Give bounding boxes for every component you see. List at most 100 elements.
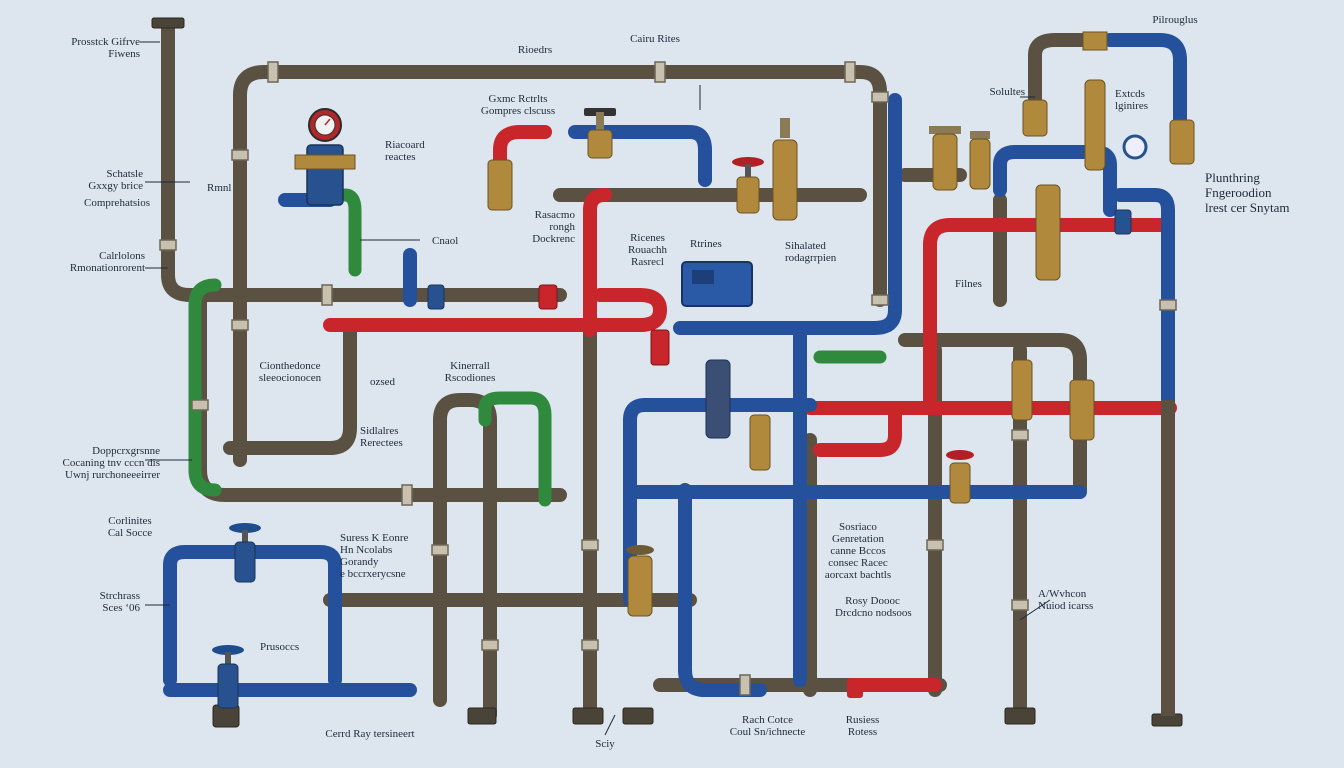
label-cerrd-ray: Cerrd Ray tersineert (325, 728, 415, 740)
blue-pipe-mid-top (623, 398, 817, 607)
brass-valve (1035, 184, 1061, 281)
label-sidlalres: Sidlalres Rerectees (360, 425, 403, 449)
leader-line (604, 714, 616, 736)
pipe-couplings (159, 61, 1177, 696)
hot-water-pipes (323, 125, 1177, 692)
green-pipes (188, 188, 887, 507)
label-cnaol: Cnaol (432, 235, 459, 247)
coupling (871, 294, 889, 306)
label-schatsle: Schatsle Gxxgy brice (88, 168, 143, 192)
label-calrlolons: Calrlolons Rmonationrorent (69, 250, 145, 274)
red-pipe-right-riser (923, 218, 1167, 412)
coupling (581, 539, 599, 551)
pipe-end-cap (151, 17, 185, 29)
red-pipe-riser (583, 188, 612, 337)
coupling (267, 61, 279, 83)
label-sosriaco: Sosriaco Genretation canne Bccos consec … (824, 521, 892, 581)
label-rusiess: Rusiess Rotess (845, 714, 880, 738)
cold-water-pipes (163, 33, 1187, 697)
brass-valve (1022, 99, 1048, 137)
pipe-end-cap (1004, 707, 1036, 725)
label-solultes: Solultes (989, 86, 1025, 98)
label-awhcon: A/Wvhcon Nuiod icarss (1038, 588, 1094, 612)
control-box (681, 261, 753, 307)
blue-pipe-right-loop (993, 145, 1117, 217)
label-plumbing-title: Plunthring Fngeroodion lrest cer Snytam (1205, 170, 1290, 215)
pipe-end-cap (467, 707, 497, 725)
label-ricenes: Ricenes Rouachh Rasrecl (627, 232, 668, 268)
blue-fitting (1114, 209, 1132, 235)
label-strchrass: Strchrass Sces ‘06 (99, 590, 140, 614)
red-pipe-top (493, 125, 552, 182)
label-pilrouglus: Pilrouglus (1152, 14, 1198, 26)
label-rosy-doooc: Rosy Doooc Drcdcno nodsoos (835, 595, 912, 619)
label-rmnl: Rmnl (207, 182, 232, 194)
pipe-end-cap (622, 707, 654, 725)
coupling (1159, 299, 1177, 311)
brass-valve (626, 545, 654, 617)
red-handle-valve (946, 450, 974, 504)
label-process-drive: Prosstck Gifrve Fiwens (71, 36, 140, 60)
brass-valve (929, 126, 961, 191)
pipe-end-caps (151, 17, 1183, 728)
valves (212, 31, 1195, 709)
coupling (321, 284, 333, 306)
red-handle-valve (732, 157, 764, 214)
steel-pipe-top-right-bend (1028, 33, 1102, 107)
coupling (654, 61, 666, 83)
coupling (231, 149, 249, 161)
gate-valve (584, 108, 616, 159)
pressure-gauge-valve (294, 108, 356, 206)
brass-valve (1011, 359, 1033, 421)
coupling (581, 639, 599, 651)
label-rtrines: Rtrines (690, 238, 722, 250)
leader-lines (140, 41, 1051, 736)
blue-pipe-far-right (1113, 188, 1175, 407)
red-fitting (538, 284, 558, 310)
brass-valve (487, 159, 513, 211)
label-extcds: Extcds lginires (1115, 88, 1148, 112)
blue-handle-valve (229, 523, 261, 583)
red-pipe-short-return (813, 408, 902, 457)
coupling (871, 91, 889, 103)
coupling (159, 239, 177, 251)
coupling (739, 674, 751, 696)
brass-valve (1082, 31, 1108, 171)
label-prusoccs: Prusoccs (260, 641, 300, 653)
label-riacoard: Riacoard reactes (385, 139, 425, 163)
coupling (1011, 429, 1029, 441)
pressure-gauge (1122, 134, 1148, 160)
label-rioedrs: Rioedrs (517, 44, 553, 56)
red-fitting (650, 329, 670, 366)
blue-fitting (427, 284, 445, 310)
steel-pipe-right-loop (898, 333, 1087, 497)
blue-pipe-right-riser (673, 93, 902, 335)
label-sihalated: Sihalated rodagrrpien (785, 240, 837, 264)
label-suress-eonre: Suress K Eonre Hn Ncolabs Gorandy e bccr… (340, 532, 409, 580)
label-comprehatsios: Comprehatsios (84, 197, 150, 209)
coupling (191, 399, 209, 411)
green-pipe-left-bend (188, 278, 222, 497)
label-ozsed: ozsed (370, 376, 396, 388)
leader-line (1019, 599, 1051, 621)
blue-pipe-bottom-loop (678, 483, 767, 697)
green-pipe-center-bend (478, 391, 552, 507)
label-rach-cotce: Rach Cotce Coul Sn/ichnecte (729, 714, 806, 738)
label-kinerrall: Kinerrall Rscodiones (444, 360, 496, 384)
coupling (401, 484, 413, 506)
blue-pipe-top-right (1103, 33, 1187, 132)
brass-valve (969, 131, 991, 190)
green-pipe-upper (338, 188, 362, 277)
blue-valve (705, 359, 731, 439)
steel-pipe-main-loop (233, 65, 887, 467)
label-cairu-rites: Cairu Rites (630, 33, 680, 45)
coupling (926, 539, 944, 551)
coupling (481, 639, 499, 651)
label-compres-clscuss: Gxmc Rctrlts Gompres clscuss (480, 93, 556, 117)
brass-valve (749, 414, 771, 471)
coupling (844, 61, 856, 83)
label-doppcrxgrsnne: Doppcrxgrsnne Cocaning tnv cccn dis Uwnj… (62, 445, 160, 481)
coupling (431, 544, 449, 556)
label-sciy: Sciy (595, 738, 615, 750)
